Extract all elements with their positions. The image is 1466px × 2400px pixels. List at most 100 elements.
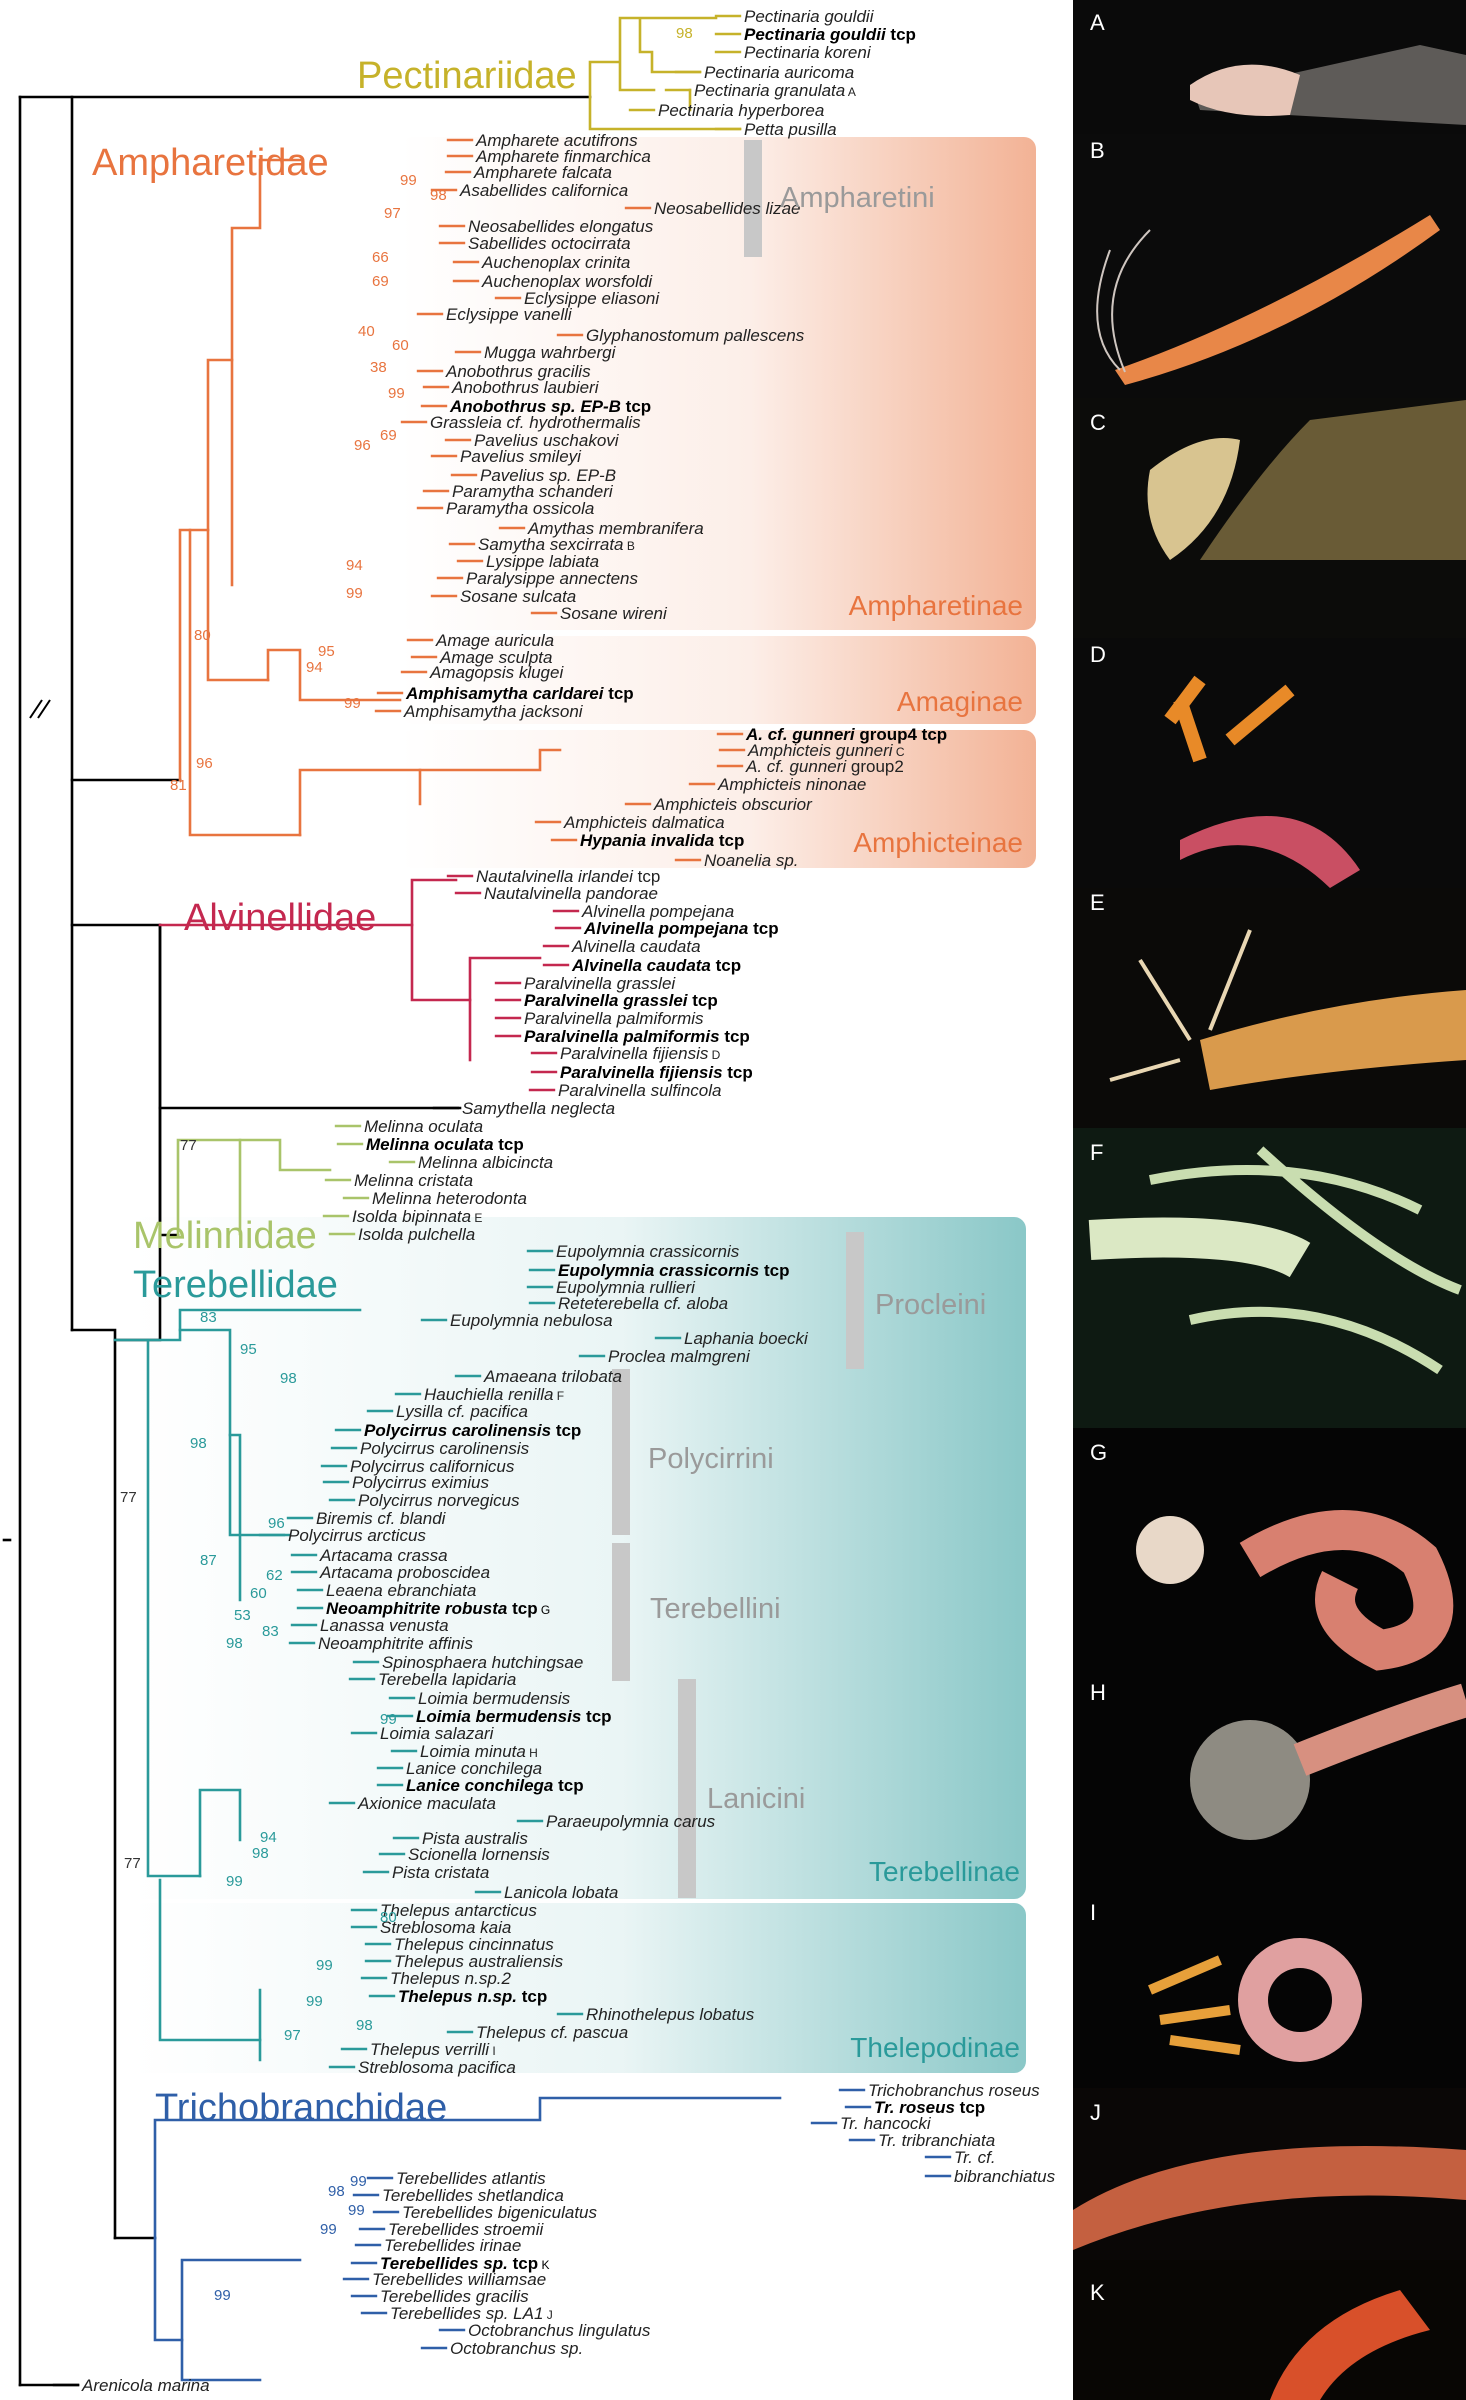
leaf-label: Lysippe labiata	[486, 552, 599, 571]
leaf-label: Paralvinella fijiensis tcp	[560, 1063, 753, 1082]
leaf-label: Amphisamytha jacksoni	[403, 702, 584, 721]
leaf-label: Glyphanostomum pallescens	[586, 326, 805, 345]
support-value: 80	[380, 1909, 397, 1926]
leaf-label: Scionella lornensis	[408, 1845, 550, 1864]
amaginae-box	[400, 636, 1036, 724]
leaf-label: Thelepus n.sp.2	[390, 1969, 512, 1988]
leaf-label: Leaena ebranchiata	[326, 1581, 476, 1600]
internal-branch	[410, 923, 542, 1002]
support-value: 77	[120, 1489, 137, 1506]
leaf-label: Grassleia cf. hydrothermalis	[430, 413, 641, 432]
leaf-label: Noanelia sp.	[704, 851, 799, 870]
leaf-label: Artacama proboscidea	[319, 1563, 490, 1582]
subfamily-label-ampharetinae: Ampharetinae	[849, 590, 1023, 621]
support-value: 99	[380, 1711, 397, 1728]
photo-label-g: G	[1090, 1440, 1107, 1465]
leaf-label: Anobothrus gracilis	[445, 362, 591, 381]
support-value: 99	[346, 585, 363, 602]
leaf-label: Samytha sexcirrata B	[478, 535, 635, 554]
leaf-label: Amythas membranifera	[527, 519, 704, 538]
leaf-label: Paramytha ossicola	[446, 499, 594, 518]
leaf-label: Paralvinella grasslei tcp	[524, 991, 718, 1010]
leaf-label: Petta pusilla	[744, 120, 837, 139]
leaf-label: Melinna oculata tcp	[366, 1135, 524, 1154]
support-value: 95	[240, 1341, 257, 1358]
photo-label-j: J	[1090, 2100, 1101, 2125]
internal-branch	[70, 923, 180, 1237]
support-value: 98	[356, 2017, 373, 2034]
leaf-label: Paralvinella fijiensis D	[560, 1044, 721, 1063]
support-value: 95	[318, 643, 335, 660]
leaf-label: Octobranchus sp.	[450, 2339, 583, 2358]
leaf-label: Paralvinella grasslei	[524, 974, 676, 993]
leaf-label: Paralvinella sulfincola	[558, 1081, 721, 1100]
internal-branch	[70, 1328, 117, 2240]
leaf-label: Nautalvinella irlandei tcp	[476, 867, 660, 886]
leaf-label: Pavelius smileyi	[460, 447, 582, 466]
leaf-label: Terebellides bigeniculatus	[402, 2203, 598, 2222]
support-value: 96	[268, 1515, 285, 1532]
support-value: 99	[226, 1873, 243, 1890]
support-value: 69	[372, 273, 389, 290]
family-label-ampharetidae: Ampharetidae	[92, 142, 329, 184]
leaf-label: Terebellides sp. tcp K	[380, 2254, 549, 2273]
terebellinae-box	[130, 1217, 1026, 1899]
support-value: 96	[354, 437, 371, 454]
leaf-label: Neosabellides lizae	[654, 199, 800, 218]
subfamily-label-thelepodinae: Thelepodinae	[850, 2032, 1020, 2063]
family-label-melinnidae: Melinnidae	[133, 1215, 317, 1257]
tribe-label-procleini: Procleini	[875, 1289, 986, 1321]
leaf-label: Biremis cf. blandi	[316, 1509, 447, 1528]
leaf-label: Anobothrus laubieri	[451, 378, 600, 397]
leaf-label: Pectinaria auricoma	[704, 63, 854, 82]
leaf-label: bibranchiatus	[954, 2167, 1056, 2186]
leaf-label: Loimia bermudensis	[418, 1689, 571, 1708]
support-value: 98	[226, 1635, 243, 1652]
tribe-bar-terebellini	[612, 1543, 630, 1681]
thelepodinae-box	[130, 1903, 1026, 2073]
internal-branch	[228, 1433, 242, 1602]
internal-branch	[266, 648, 402, 702]
leaf-label: Melinna heterodonta	[372, 1189, 527, 1208]
leaf-label: Tr. tribranchiata	[878, 2131, 995, 2150]
leaf-label: Streblosoma pacifica	[358, 2058, 516, 2077]
leaf-label: Auchenoplax worsfoldi	[481, 272, 653, 291]
leaf-label: Polycirrus carolinensis tcp	[364, 1421, 581, 1440]
leaf-label: Terebellides irinae	[384, 2236, 521, 2255]
internal-branch	[230, 158, 302, 362]
leaf-label: Pectinaria granulata A	[694, 81, 856, 100]
leaf-label: Auchenoplax crinita	[481, 253, 630, 272]
leaf-label: Polycirrus carolinensis	[360, 1439, 530, 1458]
subfamily-label-amphicteinae: Amphicteinae	[853, 827, 1023, 858]
leaf-label: Eupolymnia crassicornis tcp	[558, 1261, 789, 1280]
support-value: 62	[266, 1567, 283, 1584]
leaf-label: Sosane sulcata	[460, 587, 576, 606]
leaf-label: Pista australis	[422, 1829, 528, 1848]
leaf-label: A. cf. gunneri group2	[745, 757, 904, 776]
leaf-label: Amphisamytha carldarei tcp	[405, 684, 634, 703]
leaf-label: Paralvinella palmiformis tcp	[524, 1027, 750, 1046]
leaf-label: Artacama crassa	[319, 1546, 448, 1565]
subfamily-label-terebellinae: Terebellinae	[869, 1856, 1020, 1887]
support-value: 77	[180, 1137, 197, 1154]
family-label-terebellidae: Terebellidae	[133, 1264, 338, 1306]
support-value: 98	[280, 1370, 297, 1387]
leaf-label: Sosane wireni	[560, 604, 668, 623]
leaf-label: Eupolymnia nebulosa	[450, 1311, 613, 1330]
leaf-label: Eupolymnia rullieri	[556, 1278, 696, 1297]
leaf-label: Amphicteis gunneri C	[747, 741, 905, 760]
leaf-label: Lysilla cf. pacifica	[396, 1402, 528, 1421]
support-value: 94	[346, 557, 363, 574]
support-value: 97	[384, 205, 401, 222]
support-value: 99	[388, 385, 405, 402]
leaf-label: Amage sculpta	[439, 648, 552, 667]
leaf-label: Axionice maculata	[357, 1794, 496, 1813]
leaf-label: Amphicteis ninonae	[717, 775, 866, 794]
internal-branch	[188, 528, 270, 682]
photo-label-b: B	[1090, 138, 1105, 163]
leaf-label: Thelepus n.sp. tcp	[398, 1987, 547, 2006]
leaf-label: Melinna albicincta	[418, 1153, 553, 1172]
leaf-label: Melinna cristata	[354, 1171, 473, 1190]
leaf-label: Polycirrus arcticus	[288, 1526, 426, 1545]
